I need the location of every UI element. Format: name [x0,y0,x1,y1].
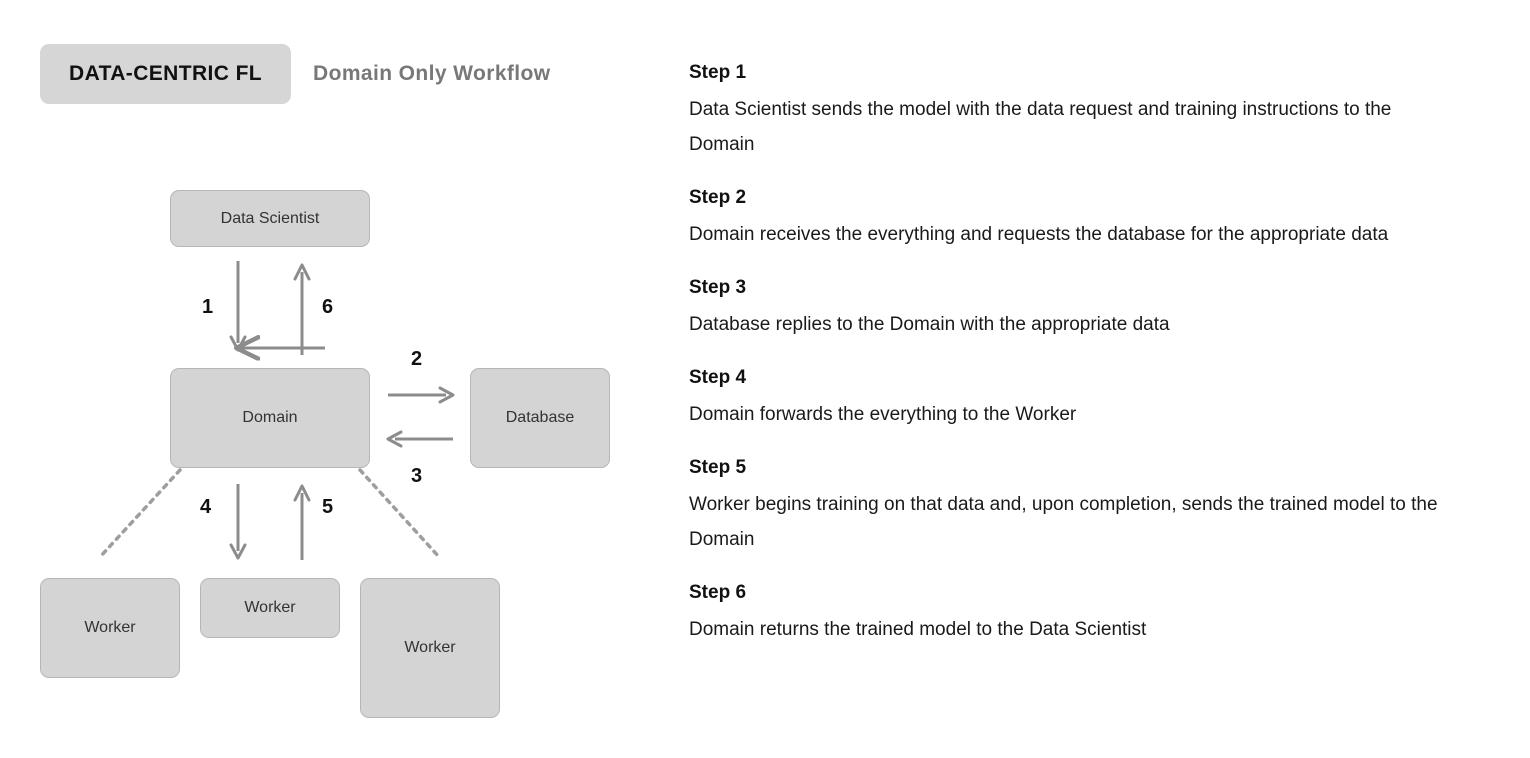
arrow-5-group [293,484,311,560]
step-item: Step 4 Domain forwards the everything to… [689,367,1469,432]
dotted-line-left [98,468,182,559]
workflow-steps-list: Step 1 Data Scientist sends the model wi… [689,62,1469,672]
step-heading: Step 5 [689,456,747,478]
dotted-line-right [358,468,442,560]
tab-data-centric-fl[interactable]: DATA-CENTRIC FL [40,44,292,104]
step-body: Database replies to the Domain with the … [689,313,1170,335]
tab-domain-only-workflow[interactable]: Domain Only Workflow [313,62,551,85]
edge-label-4: 4 [200,496,212,518]
node-database[interactable]: Database [470,368,610,468]
step-heading: Step 3 [689,277,747,299]
edge-label-6: 6 [322,296,334,318]
arrow-4-group [229,484,247,560]
step-body: Domain returns the trained model to the … [689,618,1147,640]
edge-label-1: 1 [202,296,214,318]
step-heading: Step 4 [689,366,747,388]
step-item: Step 5 Worker begins training on that da… [689,457,1469,557]
step-body: Domain forwards the everything to the Wo… [689,403,1077,425]
step-item: Step 3 Database replies to the Domain wi… [689,277,1469,342]
node-data-scientist[interactable]: Data Scientist [170,190,370,247]
workflow-diagram: Data Scientist Domain Database Worker Wo… [0,0,660,758]
step-heading: Step 2 [689,187,747,209]
node-domain[interactable]: Domain [170,368,370,468]
step-body: Domain receives the everything and reque… [689,223,1389,245]
step-item: Step 6 Domain returns the trained model … [689,582,1469,647]
workflow-tab-bar: DATA-CENTRIC FL Domain Only Workflow [40,44,573,104]
edge-label-2: 2 [411,348,423,370]
node-worker-2[interactable]: Worker [200,578,340,638]
edge-label-3: 3 [411,465,423,487]
step-heading: Step 1 [689,62,747,83]
arrow-1-group [229,261,247,352]
step-body: Data Scientist sends the model with the … [689,98,1392,155]
step-heading: Step 6 [689,581,747,603]
node-worker-3[interactable]: Worker [360,578,500,718]
step-item: Step 2 Domain receives the everything an… [689,187,1469,252]
arrow-6-group [293,263,311,355]
step-body: Worker begins training on that data and,… [689,493,1438,550]
step-item: Step 1 Data Scientist sends the model wi… [689,62,1469,162]
edge-label-5: 5 [322,496,334,518]
arrow-3-group [386,430,453,448]
arrow-2-group [388,386,455,404]
node-worker-1[interactable]: Worker [40,578,180,678]
